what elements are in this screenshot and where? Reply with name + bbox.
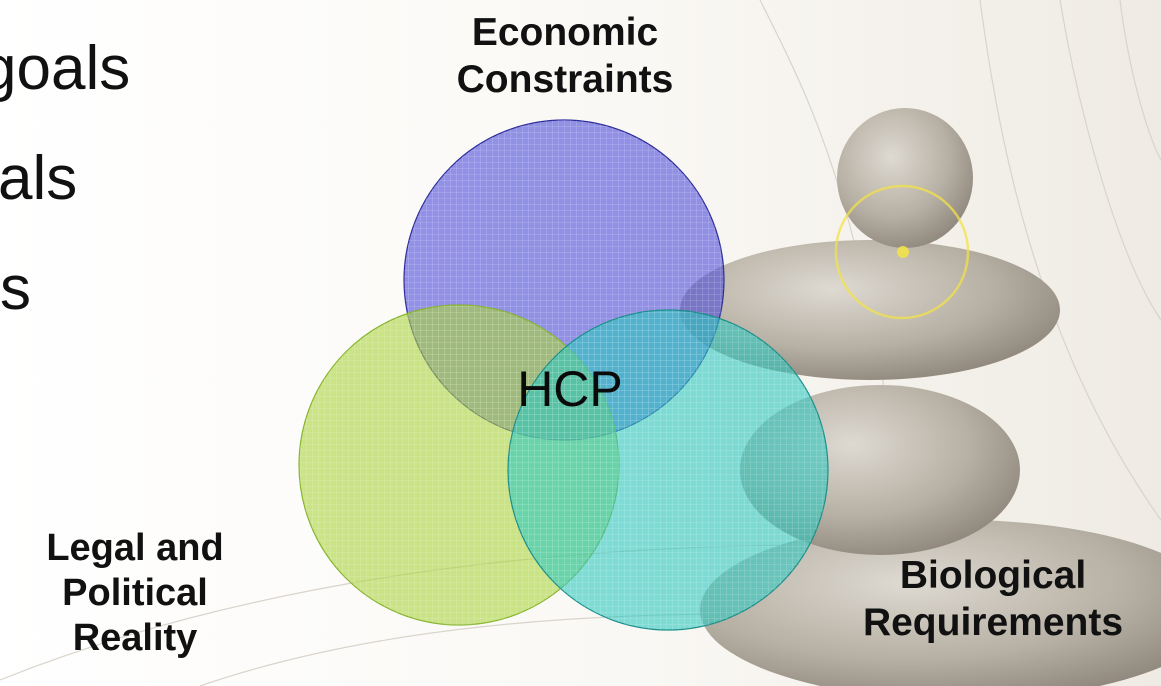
accent-dot (897, 246, 909, 258)
venn-center-label: HCP (517, 361, 623, 417)
venn-diagram (298, 119, 829, 631)
bullet-line-1: goals (0, 34, 131, 103)
bullet-line-2: als (0, 144, 78, 213)
bullet-line-3: s (0, 254, 31, 323)
label-legal-line-2: Political (62, 571, 208, 614)
venn-circle-biological-texture (508, 310, 828, 630)
label-legal-political-reality: Legal and Political Reality (0, 526, 270, 660)
label-legal-line-1: Legal and (46, 527, 224, 569)
stone-top (837, 108, 973, 248)
stone-bottom (700, 520, 1161, 686)
label-economic-line-2: Constraints (456, 57, 674, 101)
label-economic-line-1: Economic (471, 11, 659, 54)
accent-ring (834, 184, 970, 320)
label-biological-requirements: Biological Requirements (825, 553, 1161, 647)
label-economic-constraints: Economic Constraints (425, 10, 705, 104)
label-legal-line-3: Reality (72, 616, 198, 659)
label-biological-line-1: Biological (899, 554, 1087, 597)
label-biological-line-2: Requirements (862, 600, 1124, 644)
